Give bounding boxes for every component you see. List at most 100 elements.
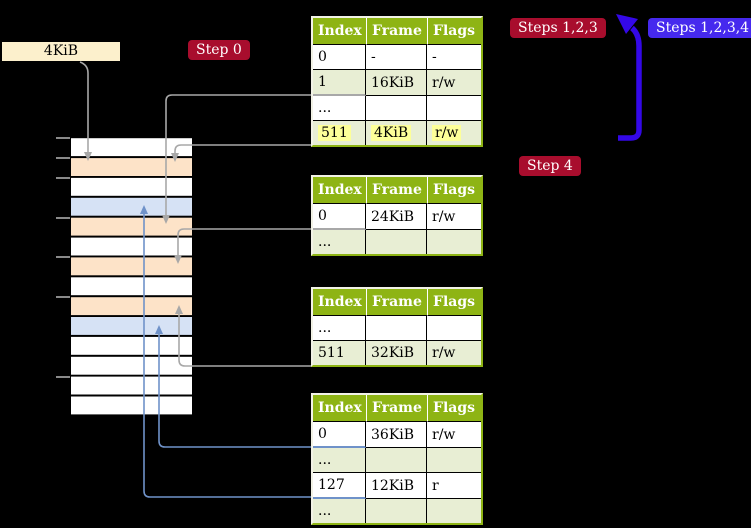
cell — [427, 316, 481, 341]
memory-frame-free — [71, 277, 192, 296]
cell: ... — [313, 448, 366, 473]
memory-strip — [71, 138, 192, 415]
table-row: 127 12KiB r — [313, 473, 481, 499]
cell: 12KiB — [366, 473, 427, 499]
cell — [366, 316, 427, 341]
memory-frame-free — [71, 138, 192, 157]
cell — [427, 499, 481, 523]
table-row: ... — [313, 499, 481, 523]
cell: 4KiB — [366, 121, 427, 145]
table-row: 0 24KiB r/w — [313, 204, 481, 230]
address-tick-marks — [56, 137, 70, 378]
table-row: 0 - - — [313, 45, 481, 70]
column-header-index: Index — [313, 177, 366, 204]
table-row: ... — [313, 96, 481, 121]
memory-frame-free — [71, 336, 192, 355]
table-row-highlighted: 511 4KiB r/w — [313, 121, 481, 145]
table-row: ... — [313, 230, 481, 254]
cell: r/w — [427, 341, 481, 365]
cell: - — [366, 45, 427, 70]
repeat-steps-arrow — [616, 14, 642, 141]
cell: r/w — [427, 422, 481, 448]
memory-frame-mapped-page — [71, 317, 192, 335]
cell: ... — [313, 230, 366, 254]
cell: 0 — [313, 422, 366, 448]
cell: r/w — [427, 70, 481, 96]
page-table-1: Index Frame Flags 0 - - 1 16KiB r/w ... — [311, 16, 483, 147]
repeat-steps-arrowhead — [616, 14, 638, 34]
memory-frame-free — [71, 356, 192, 375]
column-header-index: Index — [313, 18, 366, 45]
arrow-table1-entry1-to-16kib-frame — [162, 94, 312, 224]
highlighted-value: 4KiB — [371, 125, 412, 141]
highlighted-value: 511 — [318, 125, 351, 141]
table-row: 511 32KiB r/w — [313, 341, 481, 365]
column-header-flags: Flags — [427, 18, 481, 45]
column-header-frame: Frame — [366, 18, 427, 45]
column-header-index: Index — [313, 395, 366, 422]
arrow-table1-entry511-to-4kib-frame — [171, 144, 312, 162]
memory-frame-free — [71, 237, 192, 256]
arrow-table2-entry0-to-24kib-frame — [174, 228, 312, 264]
repeat-steps-arrow-shaft — [618, 25, 642, 141]
column-header-frame: Frame — [366, 177, 427, 204]
column-header-frame: Frame — [366, 395, 427, 422]
cell: 0 — [313, 45, 366, 70]
cell — [427, 230, 481, 254]
memory-frame-page-table — [71, 297, 192, 316]
step4-badge: Step 4 — [519, 156, 581, 176]
cell: 36KiB — [366, 422, 427, 448]
cell: 32KiB — [366, 341, 427, 365]
column-header-flags: Flags — [427, 289, 481, 316]
table-header-row: Index Frame Flags — [313, 177, 481, 204]
arrow-frame-size-to-4kib-frame — [79, 61, 92, 161]
table-row: 0 36KiB r/w — [313, 422, 481, 448]
memory-frame-free — [71, 396, 192, 415]
table-header-row: Index Frame Flags — [313, 395, 481, 422]
table-header-row: Index Frame Flags — [313, 289, 481, 316]
memory-frame-page-table — [71, 217, 192, 236]
column-header-flags: Flags — [427, 177, 481, 204]
cell — [427, 448, 481, 473]
cell — [366, 230, 427, 254]
steps1234-badge: Steps 1,2,3,4 — [648, 18, 751, 38]
memory-frame-page-table — [71, 158, 192, 176]
cell: ... — [313, 499, 366, 523]
table-row: ... — [313, 316, 481, 341]
cell: 24KiB — [366, 204, 427, 230]
cell — [366, 448, 427, 473]
cell: 0 — [313, 204, 366, 230]
table-row: ... — [313, 448, 481, 473]
page-table-2: Index Frame Flags 0 24KiB r/w ... — [311, 175, 483, 256]
page-table-4: Index Frame Flags 0 36KiB r/w ... 127 12… — [311, 393, 483, 525]
cell: 16KiB — [366, 70, 427, 96]
frame-size-label: 4KiB — [2, 42, 120, 61]
cell: 127 — [313, 473, 366, 499]
step0-badge: Step 0 — [188, 40, 250, 60]
cell: 511 — [313, 341, 366, 365]
cell: r — [427, 473, 481, 499]
memory-frame-free — [71, 376, 192, 395]
memory-frame-free — [71, 177, 192, 196]
arrow-table3-entry511-to-32kib-frame — [175, 305, 312, 367]
cell: - — [427, 45, 481, 70]
highlighted-value: r/w — [432, 125, 462, 141]
cell — [366, 499, 427, 523]
cell — [427, 96, 481, 121]
memory-frame-page-table — [71, 257, 192, 276]
cell: ... — [313, 316, 366, 341]
arrow-table4-entry127-to-12kib-page — [140, 205, 312, 498]
table-header-row: Index Frame Flags — [313, 18, 481, 45]
page-table-3: Index Frame Flags ... 511 32KiB r/w — [311, 287, 483, 367]
arrow-table4-entry0-to-36kib-page — [155, 325, 312, 448]
cell: r/w — [427, 121, 481, 145]
cell — [366, 96, 427, 121]
steps123-badge: Steps 1,2,3 — [510, 18, 606, 38]
cell: 511 — [313, 121, 366, 145]
column-header-flags: Flags — [427, 395, 481, 422]
cell: 1 — [313, 70, 366, 96]
table-row: 1 16KiB r/w — [313, 70, 481, 96]
column-header-frame: Frame — [366, 289, 427, 316]
